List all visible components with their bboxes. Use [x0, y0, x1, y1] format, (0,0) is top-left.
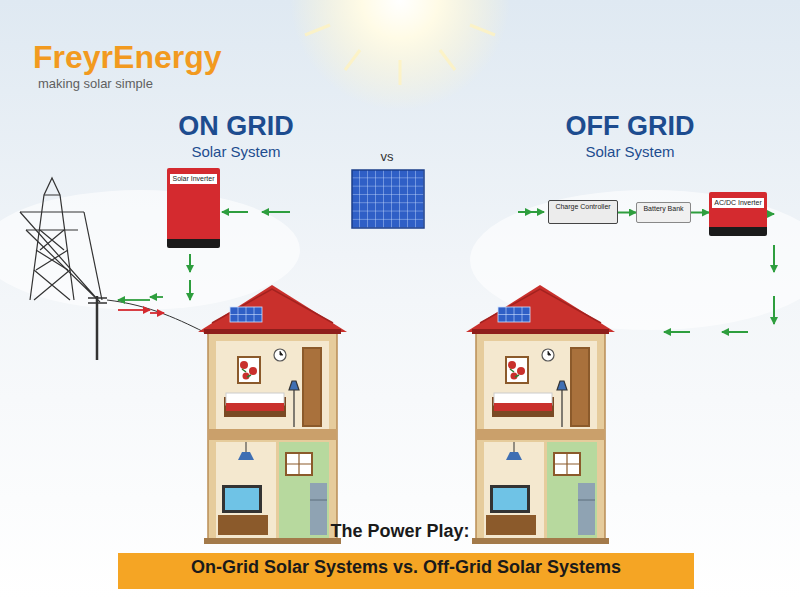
node-text: AC/DC Inverter [712, 198, 764, 208]
logo-text: FreyrEnergy [33, 40, 222, 75]
diagram-title: The Power Play: [330, 522, 469, 542]
controller-box: Charge Controller [548, 200, 618, 224]
flow-arrow [618, 212, 636, 214]
battery-box: Battery Bank [636, 202, 691, 223]
inverter-box: Solar Inverter [167, 168, 220, 248]
logo-tagline: making solar simple [38, 77, 153, 91]
node-text: Charge Controller [549, 201, 617, 213]
versus-text: vs [381, 150, 394, 164]
section-subheading: Solar System [585, 144, 674, 161]
node-text: Solar Inverter [170, 174, 217, 184]
section-subheading: Solar System [191, 144, 280, 161]
node-text: On-Grid Solar Systems vs. Off-Grid Solar… [118, 553, 694, 581]
section-heading: ON GRID [178, 112, 294, 142]
section-heading: OFF GRID [566, 112, 695, 142]
inverter-box: AC/DC Inverter [709, 192, 767, 236]
flow-arrow [691, 212, 709, 214]
node-text: Battery Bank [637, 203, 690, 215]
caption-band: On-Grid Solar Systems vs. Off-Grid Solar… [118, 553, 694, 589]
